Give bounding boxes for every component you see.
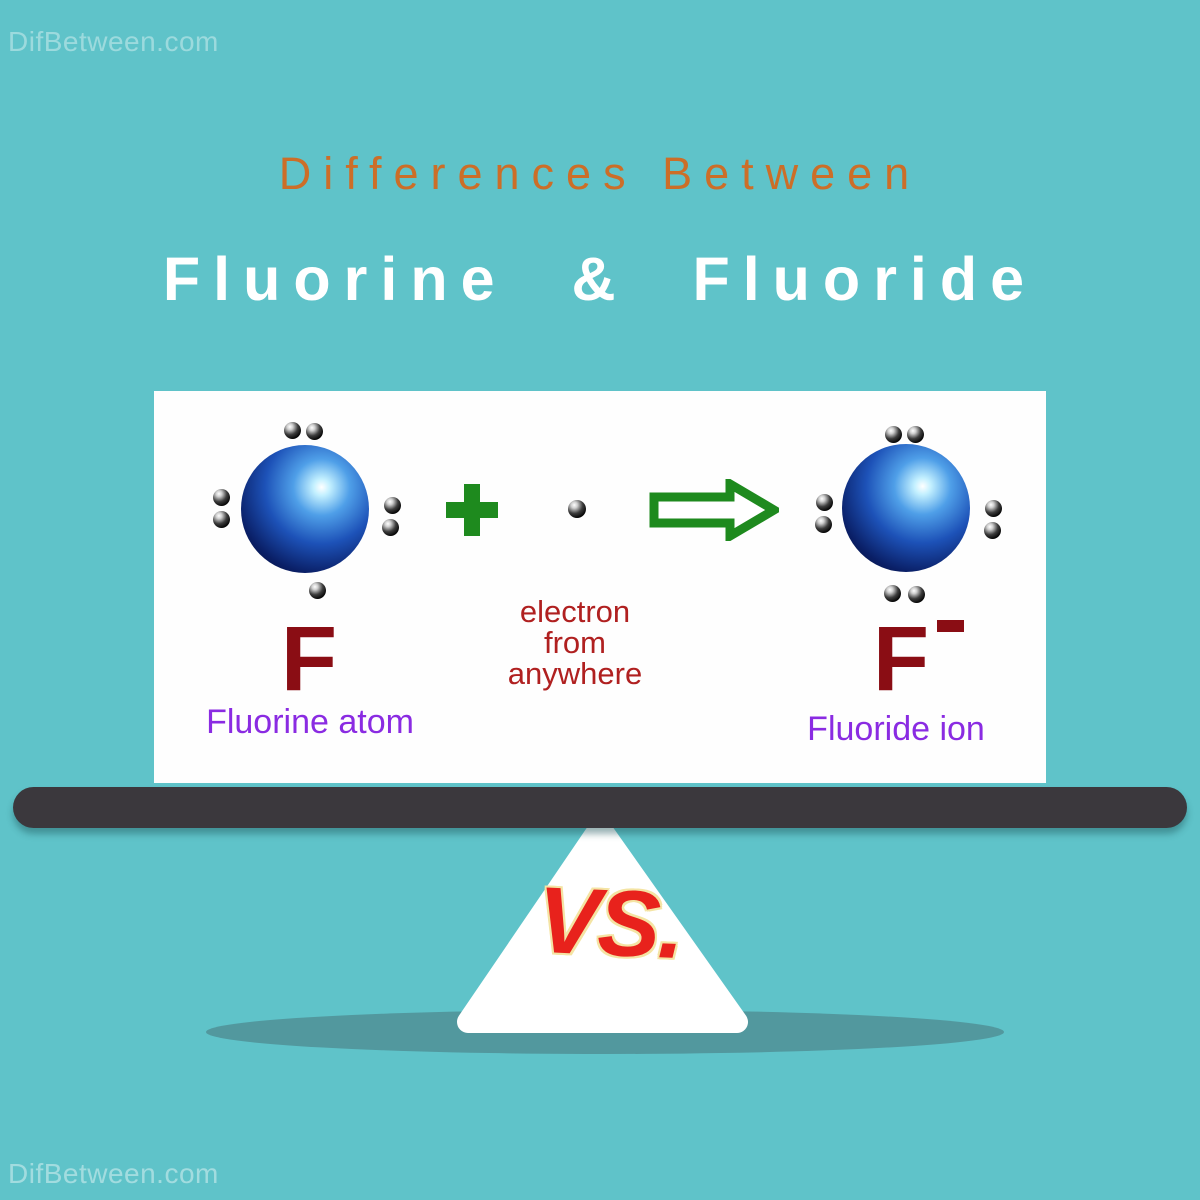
fluorine-atom-label: Fluorine atom	[206, 703, 414, 741]
electron-dot-icon	[306, 423, 323, 440]
electron-note-line: electron	[519, 594, 631, 629]
electron-note-line: from	[544, 625, 606, 660]
free-electron-dot-icon	[568, 500, 586, 518]
electron-dot-icon	[213, 511, 230, 528]
electron-dot-icon	[885, 426, 902, 443]
electron-dot-icon	[908, 586, 925, 603]
electron-note: electron from anywhere	[455, 596, 695, 689]
electron-dot-icon	[907, 426, 924, 443]
fluoride-symbol: F	[872, 608, 930, 710]
reaction-diagram-panel: F Fluorine atom electron from anywhere F…	[154, 391, 1046, 783]
kicker-heading: Differences Between	[278, 148, 922, 199]
electron-dot-icon	[382, 519, 399, 536]
electron-dot-icon	[884, 585, 901, 602]
balance-beam	[13, 787, 1187, 828]
electron-dot-icon	[384, 497, 401, 514]
electron-dot-icon	[984, 522, 1001, 539]
electron-dot-icon	[985, 500, 1002, 517]
fluoride-ion-sphere-icon	[842, 444, 970, 572]
electron-note-line: anywhere	[507, 656, 643, 691]
arrow-right-icon	[649, 479, 779, 541]
electron-dot-icon	[213, 489, 230, 506]
electron-dot-icon	[815, 516, 832, 533]
fulcrum-triangle	[457, 817, 748, 1033]
fluoride-ion-label: Fluoride ion	[807, 710, 985, 748]
minus-charge-icon	[937, 620, 964, 632]
electron-dot-icon	[309, 582, 326, 599]
watermark-bottom: DifBetween.com	[8, 1158, 219, 1189]
electron-dot-icon	[284, 422, 301, 439]
page-title: Fluorine & Fluoride	[162, 245, 1038, 313]
watermark-top: DifBetween.com	[8, 26, 219, 57]
plus-icon	[464, 484, 480, 536]
vs-badge: VS.	[535, 866, 685, 979]
electron-dot-icon	[816, 494, 833, 511]
fluorine-symbol: F	[280, 608, 338, 710]
fluorine-atom-sphere-icon	[241, 445, 369, 573]
